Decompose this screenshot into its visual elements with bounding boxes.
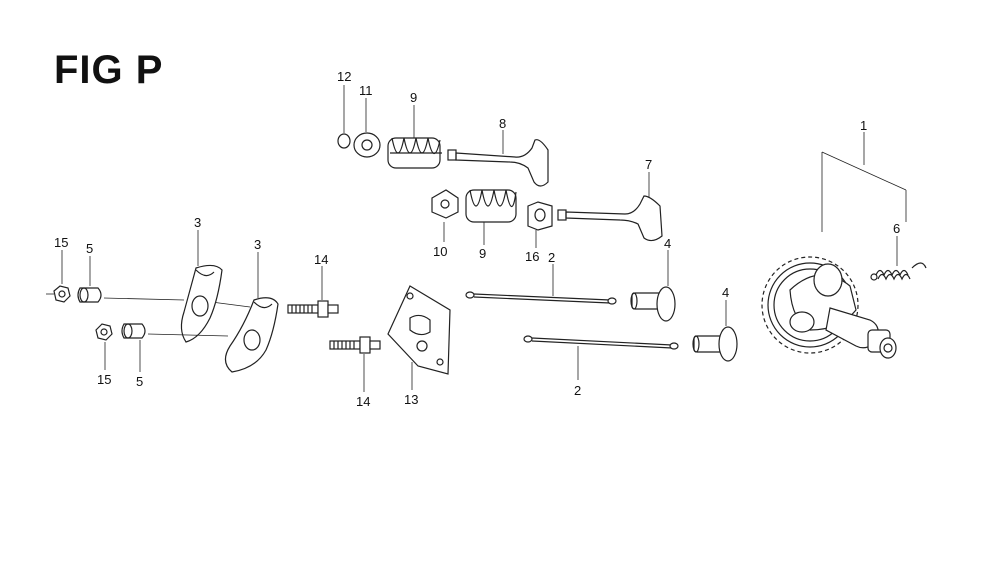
part-9-spring-lower: [465, 189, 517, 223]
leader-lines: [61, 85, 907, 392]
part-5-pivot-lower: [121, 323, 146, 339]
callout-5-lower: 5: [136, 374, 143, 389]
callout-3-front: 3: [194, 215, 201, 230]
callout-9-lower: 9: [479, 246, 486, 261]
callout-8: 8: [499, 116, 506, 131]
part-15-nut-lower: [95, 323, 113, 341]
callout-4-upper: 4: [664, 236, 671, 251]
part-2-pushrod-lower: [523, 335, 679, 350]
callout-2-upper: 2: [548, 250, 555, 265]
part-3-rocker-arm-front: [180, 264, 223, 343]
callout-14-upper: 14: [314, 252, 328, 267]
callout-5-upper: 5: [86, 241, 93, 256]
part-6-spring: [870, 262, 927, 281]
callout-13: 13: [404, 392, 418, 407]
part-9-spring-upper: [387, 137, 442, 169]
assembly-line: [103, 297, 185, 301]
callout-15-lower: 15: [97, 372, 111, 387]
part-5-pivot-upper: [77, 287, 102, 303]
part-14-stud-lower: [329, 336, 381, 354]
part-10-retainer: [431, 189, 459, 219]
callout-15-upper: 15: [54, 235, 68, 250]
callout-14-lower: 14: [356, 394, 370, 409]
part-3-rocker-arm-rear: [224, 297, 279, 373]
callout-3-rear: 3: [254, 237, 261, 252]
callout-16: 16: [525, 249, 539, 264]
part-11-retainer: [353, 132, 381, 158]
part-16-seal: [527, 201, 553, 231]
part-4-tappet-upper: [630, 286, 676, 322]
part-4-tappet-lower: [692, 326, 738, 362]
figure-title: FIG P: [54, 48, 164, 92]
part-2-pushrod-upper: [465, 291, 617, 305]
assembly-line: [147, 333, 229, 337]
callout-6: 6: [893, 221, 900, 236]
callout-labels: 12 11 9 8 7 1 6 3 3 15 5 10 9 16 2 4 4 1…: [54, 69, 900, 409]
part-8-valve: [447, 139, 549, 187]
callout-2-lower: 2: [574, 383, 581, 398]
callout-12: 12: [337, 69, 351, 84]
part-14-stud-upper: [287, 300, 339, 318]
part-13-guide-plate: [387, 285, 451, 375]
callout-11: 11: [359, 83, 373, 98]
callout-4-lower: 4: [722, 285, 729, 300]
callout-9-upper: 9: [410, 90, 417, 105]
callout-7: 7: [645, 157, 652, 172]
part-7-valve: [557, 195, 663, 242]
callout-10: 10: [433, 244, 447, 259]
part-15-nut-upper: [46, 285, 71, 303]
part-12-cotter: [337, 133, 351, 149]
part-1-camshaft-gear: [761, 256, 897, 359]
callout-1: 1: [860, 118, 867, 133]
